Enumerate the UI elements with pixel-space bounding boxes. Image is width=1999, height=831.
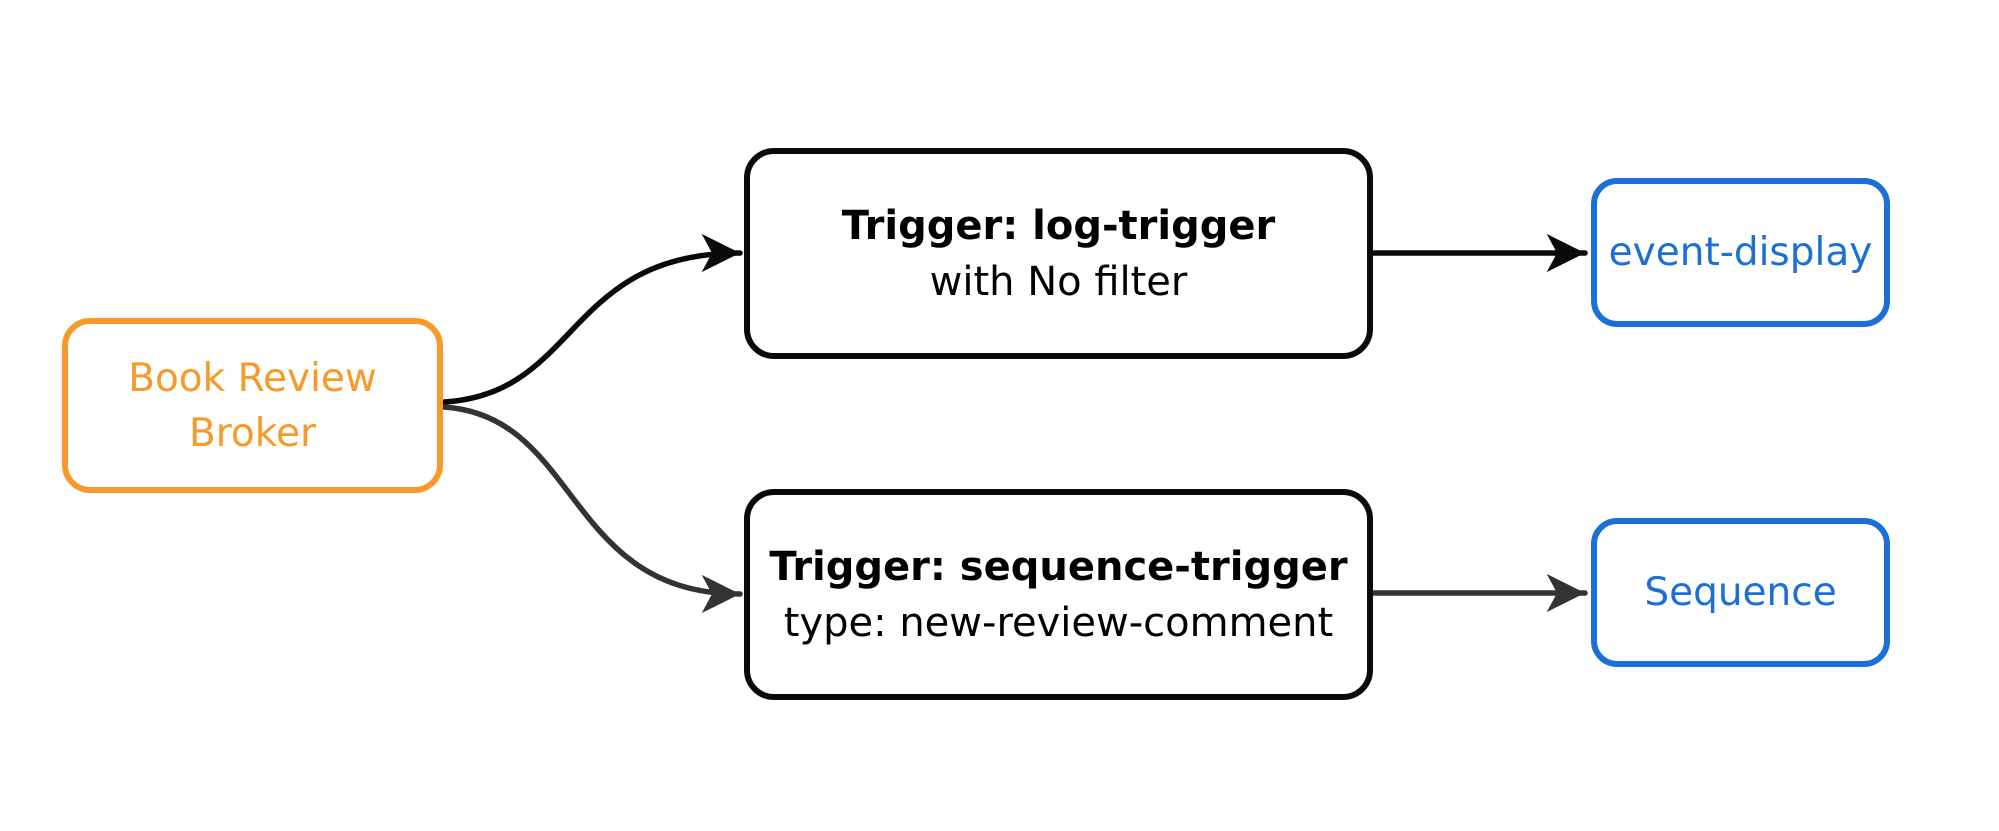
broker-label-line-1: Book Review [128,355,377,401]
node-sequence-trigger: Trigger: sequence-trigger type: new-revi… [744,489,1373,700]
log-trigger-title: Trigger: log-trigger [841,202,1276,249]
sequence-trigger-title: Trigger: sequence-trigger [769,543,1348,590]
node-log-trigger: Trigger: log-trigger with No filter [744,148,1373,359]
broker-label-line-2: Broker [188,410,317,456]
node-event-display: event-display [1591,178,1890,327]
edge-broker-to-sequence-trigger [441,404,743,614]
sequence-label: Sequence [1644,569,1837,615]
event-display-label: event-display [1608,229,1873,275]
node-book-review-broker: Book Review Broker [62,318,443,493]
node-sequence: Sequence [1591,518,1890,667]
log-trigger-subtitle: with No filter [929,258,1188,305]
sequence-trigger-subtitle: type: new-review-comment [783,599,1334,646]
edge-broker-to-log-trigger [441,233,743,405]
